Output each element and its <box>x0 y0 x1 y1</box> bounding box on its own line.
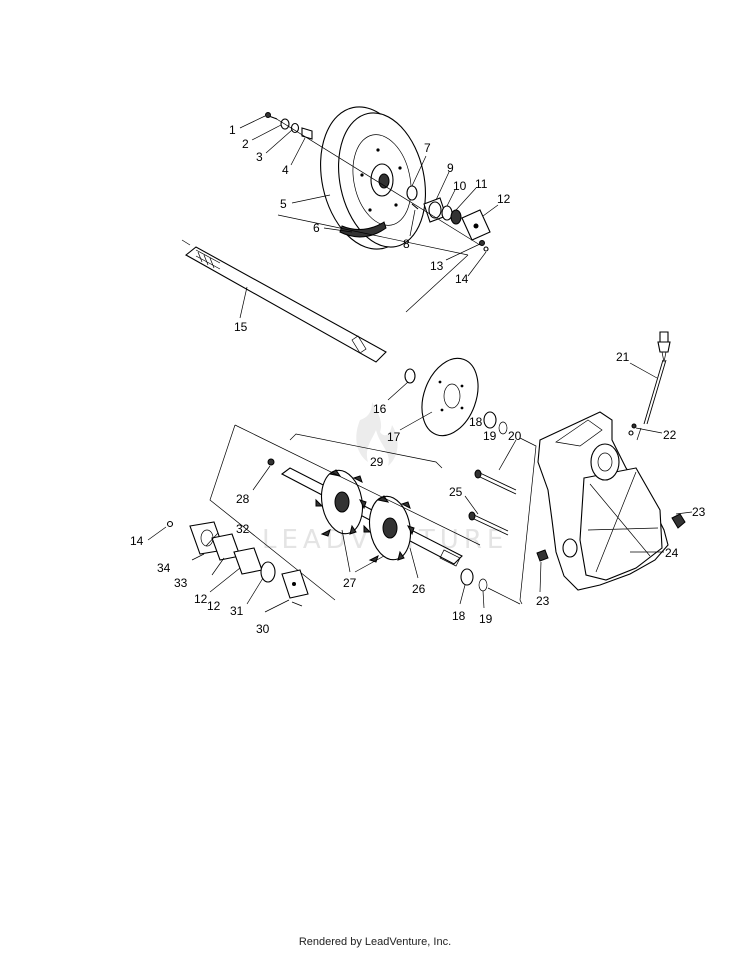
callout-14: 14 <box>455 272 469 286</box>
callout-4: 4 <box>282 163 289 177</box>
callout-19-lower: 19 <box>479 612 493 626</box>
callout-26: 26 <box>412 582 426 596</box>
callout-5: 5 <box>280 197 287 211</box>
screw-head <box>265 112 271 118</box>
callout-12-left: 12 <box>194 592 208 606</box>
bearing-part <box>460 568 474 586</box>
driveshaft-body <box>185 246 387 363</box>
callout-34: 34 <box>157 561 171 575</box>
chaincase-housing <box>519 411 669 605</box>
callout-17: 17 <box>387 430 401 444</box>
driveshaft <box>181 239 387 363</box>
callout-22: 22 <box>663 428 677 442</box>
brake-disc-assembly <box>265 106 491 313</box>
callout-28: 28 <box>236 492 250 506</box>
callout-labels: 1 2 3 4 5 6 7 8 9 10 11 12 13 14 15 16 1… <box>130 123 706 636</box>
brake-rotor <box>421 357 479 437</box>
leader-lines <box>147 115 693 613</box>
watermark-flame-icon <box>356 402 398 466</box>
nut-part <box>479 240 485 246</box>
spacer-part <box>301 127 313 140</box>
callout-18: 18 <box>469 415 483 429</box>
drive-sprocket-shaft <box>209 424 521 605</box>
flange-plate <box>233 547 263 575</box>
nut-part <box>631 423 637 429</box>
callout-14-lower: 14 <box>130 534 144 548</box>
bearing-part <box>428 201 442 219</box>
callout-12: 12 <box>497 192 511 206</box>
callout-20: 20 <box>508 429 522 443</box>
callout-21: 21 <box>616 350 630 364</box>
ring-part <box>498 421 508 435</box>
nut-part <box>536 549 549 562</box>
callout-12-mid: 12 <box>207 599 221 613</box>
callout-2: 2 <box>242 137 249 151</box>
nut-part <box>166 520 174 528</box>
callout-8: 8 <box>403 237 410 251</box>
callout-10: 10 <box>453 179 467 193</box>
set-screw-part <box>267 458 275 466</box>
nut-part <box>483 246 489 252</box>
dipstick <box>636 331 671 441</box>
callout-25: 25 <box>449 485 463 499</box>
callout-15: 15 <box>234 320 248 334</box>
screw-part <box>411 203 419 210</box>
bearing-flange-stack <box>166 520 309 607</box>
callout-30: 30 <box>256 622 270 636</box>
callout-29: 29 <box>370 455 384 469</box>
callout-32: 32 <box>236 522 250 536</box>
callout-24: 24 <box>665 546 679 560</box>
nut-part <box>628 430 634 436</box>
nut-part <box>441 205 453 221</box>
callout-9: 9 <box>447 161 454 175</box>
washer-part <box>290 122 300 134</box>
nut-part <box>671 513 686 529</box>
bearing-part <box>450 209 462 225</box>
washer-part <box>406 185 418 201</box>
callout-13: 13 <box>430 259 444 273</box>
callout-23-lower: 23 <box>536 594 550 608</box>
callout-11: 11 <box>475 177 488 191</box>
callout-6: 6 <box>313 221 320 235</box>
callout-7: 7 <box>424 141 431 155</box>
track-sprocket <box>363 495 415 563</box>
callout-1: 1 <box>229 123 236 137</box>
brake-pad <box>339 221 387 238</box>
track-sprocket <box>315 469 367 537</box>
dipstick-cap <box>659 331 669 343</box>
bolts <box>468 469 517 536</box>
footer-credit: Rendered by LeadVenture, Inc. <box>298 936 452 948</box>
o-ring-part <box>404 368 416 384</box>
callout-16: 16 <box>373 402 387 416</box>
bearing-part <box>260 561 276 583</box>
housing-bore <box>590 443 620 481</box>
bearing-part <box>483 411 497 429</box>
callout-23: 23 <box>692 505 706 519</box>
ring-part <box>478 578 488 592</box>
rotor-assembly <box>404 357 508 437</box>
disc-hub-bore <box>378 173 390 189</box>
callout-18-lower: 18 <box>452 609 466 623</box>
screw-part <box>291 601 303 607</box>
sprocket-disc-inner <box>352 134 412 226</box>
callout-3: 3 <box>256 150 263 164</box>
callout-31: 31 <box>230 604 244 618</box>
callout-19: 19 <box>483 429 497 443</box>
callout-33: 33 <box>174 576 188 590</box>
housing-bore-lower <box>562 538 578 558</box>
callout-27: 27 <box>343 576 357 590</box>
